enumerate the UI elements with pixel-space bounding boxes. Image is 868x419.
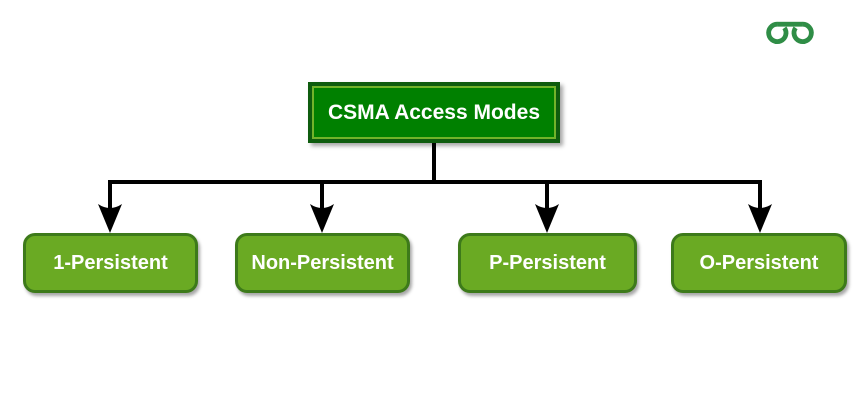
arrow-down-icon — [310, 204, 334, 233]
child-node-label: Non-Persistent — [251, 251, 394, 274]
node-p-persistent: P-Persistent — [458, 233, 637, 293]
child-node-label: O-Persistent — [699, 251, 819, 274]
node-csma-access-modes: CSMA Access Modes — [308, 82, 560, 143]
child-node-label: P-Persistent — [489, 251, 606, 274]
arrow-down-icon — [748, 204, 772, 233]
logo-right-g — [791, 21, 814, 44]
arrow-down-icon — [98, 204, 122, 233]
geeksforgeeks-logo-icon — [766, 21, 814, 44]
logo-left-g — [766, 21, 789, 44]
root-node-label: CSMA Access Modes — [327, 100, 540, 124]
node-o-persistent: O-Persistent — [671, 233, 847, 293]
node-non-persistent: Non-Persistent — [235, 233, 410, 293]
node-1-persistent: 1-Persistent — [23, 233, 198, 293]
arrow-down-icon — [535, 204, 559, 233]
child-node-label: 1-Persistent — [53, 251, 168, 274]
